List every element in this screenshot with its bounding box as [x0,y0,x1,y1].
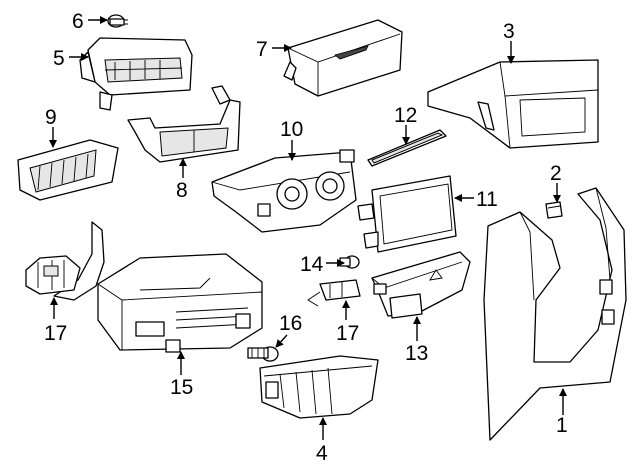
part-16-screw [247,346,279,362]
callout-13: 13 [405,342,428,365]
callout-8: 8 [176,179,188,202]
part-9-air-vent [17,139,119,201]
leader-lines [49,16,567,440]
callout-1: 1 [556,414,568,437]
part-10-hvac-control [211,149,357,233]
callout-5: 5 [53,47,65,70]
part-8-bracket-frame [127,85,241,163]
part-11-display-bezel [357,175,457,253]
part-17-connector-right [307,279,361,307]
part-6-screw [107,14,128,28]
part-1-side-panel [483,187,627,441]
part-2-clip [545,201,563,219]
part-13-switch-panel [371,251,471,319]
callout-15: 15 [170,376,193,399]
callout-17-right: 17 [336,322,359,345]
callout-labels: 6 5 7 3 9 8 10 12 11 2 14 17 17 13 16 15… [44,10,568,465]
callout-3: 3 [503,20,515,43]
callout-9: 9 [45,106,57,129]
part-14-screw [339,255,360,269]
callout-6: 6 [72,10,84,33]
part-12-trim-strip [367,129,447,167]
part-17-harness-left [25,221,105,301]
callout-7: 7 [256,38,268,61]
part-3-storage-bin [427,59,599,149]
callout-11: 11 [476,188,498,211]
callout-10: 10 [280,118,303,141]
callout-14: 14 [300,253,324,276]
part-15-radio-receiver [97,253,263,353]
part-4-lower-trim [259,355,379,419]
callout-2: 2 [550,162,562,185]
part-5-control-panel [79,37,193,111]
callout-4: 4 [316,442,328,465]
callout-17-left: 17 [44,322,67,345]
part-7-storage-lid [283,19,403,97]
callout-16: 16 [279,312,302,335]
callout-12: 12 [394,104,417,127]
